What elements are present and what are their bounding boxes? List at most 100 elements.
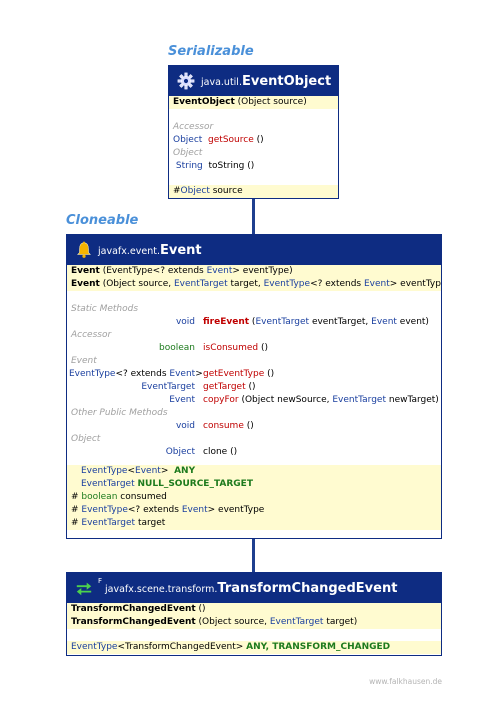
method-name: fireEvent — [203, 317, 250, 327]
method-row-copyfor[interactable]: Event copyFor (Object newSource, EventTa… — [67, 394, 441, 407]
class-name[interactable]: EventObject — [241, 74, 332, 89]
field-row-any-transform-changed[interactable]: EventType<TransformChangedEvent> ANY, TR… — [67, 641, 441, 654]
constructor-row-2[interactable]: TransformChangedEvent (Object source, Ev… — [67, 616, 441, 629]
method-params: () — [246, 421, 254, 431]
interface-label-serializable: Serializable — [168, 44, 254, 59]
param-text: <TransformChangedEvent> — [117, 642, 244, 652]
field-type: EventTarget — [81, 479, 135, 489]
param-text: (Object newSource, — [241, 395, 333, 405]
package-name: java.util. — [201, 77, 242, 88]
param-text: <? extends — [127, 505, 182, 515]
param-type: EventType — [263, 279, 311, 289]
method-name: isConsumed — [203, 343, 259, 353]
method-name: getEventType — [203, 369, 265, 379]
method-row-gettarget[interactable]: EventTarget getTarget () — [67, 381, 441, 394]
package-name: javafx.scene.transform. — [105, 584, 218, 595]
class-title: javafx.event.Event — [98, 243, 202, 258]
param-type: EventTarget — [255, 317, 310, 327]
field-row-target[interactable]: # EventTarget target — [67, 517, 441, 530]
param-text: eventTarget, — [309, 317, 372, 327]
double-arrow-icon — [76, 582, 92, 596]
method-row-fireevent[interactable]: void fireEvent (EventTarget eventTarget,… — [67, 316, 441, 329]
param-text: target) — [323, 617, 358, 627]
constructor-name: TransformChangedEvent — [71, 617, 196, 627]
return-type: void — [175, 421, 195, 431]
class-box-eventobject: java.util.EventObject EventObject (Objec… — [168, 65, 339, 199]
class-box-transformchangedevent: F javafx.scene.transform.TransformChange… — [66, 572, 442, 656]
gear-icon — [177, 72, 195, 90]
method-params: () — [260, 343, 269, 353]
param-text: target, — [227, 279, 264, 289]
field-type: Event — [181, 505, 208, 515]
constructor-row-2[interactable]: Event (Object source, EventTarget target… — [67, 278, 441, 291]
param-type: EventTarget — [332, 395, 386, 405]
class-title: javafx.scene.transform.TransformChangedE… — [105, 581, 397, 596]
field-modifier: # — [71, 518, 79, 528]
constructor-row-1[interactable]: TransformChangedEvent () — [67, 603, 441, 616]
method-name: getSource — [208, 135, 254, 145]
method-row-getsource[interactable]: Object getSource () — [169, 134, 338, 147]
field-type: EventType — [71, 642, 118, 652]
field-name: eventType — [218, 505, 265, 515]
constructor-row[interactable]: EventObject (Object source) — [169, 96, 338, 109]
inheritance-line-eventobject-event — [252, 198, 255, 235]
return-type: EventType — [69, 369, 116, 379]
footer-credit: www.falkhausen.de — [369, 677, 442, 686]
field-row-consumed[interactable]: # boolean consumed — [67, 491, 441, 504]
field-type: EventType — [81, 466, 128, 476]
class-name[interactable]: Event — [159, 243, 202, 258]
param-text: ( — [251, 317, 256, 327]
category-accessor: Accessor — [71, 330, 112, 340]
field-name: target — [137, 518, 166, 528]
field-type: EventType — [81, 505, 128, 515]
field-type: EventTarget — [81, 518, 136, 528]
param-type: EventTarget — [269, 617, 324, 627]
class-header: javafx.event.Event — [67, 235, 441, 265]
field-type: Object — [180, 186, 210, 196]
method-params: () — [247, 161, 255, 171]
param-type: EventTarget — [174, 279, 228, 289]
constructor-row-1[interactable]: Event (EventType<? extends Event> eventT… — [67, 265, 441, 278]
field-row-any[interactable]: EventType<Event> ANY — [67, 465, 441, 478]
class-box-event: javafx.event.Event Event (EventType<? ex… — [66, 234, 442, 539]
method-name: toString — [208, 161, 245, 171]
param-text: > — [160, 466, 169, 476]
param-text: <? extends — [310, 279, 364, 289]
param-text: (Object source, — [102, 279, 174, 289]
constructor-name: EventObject — [173, 97, 235, 107]
class-header: java.util.EventObject — [169, 66, 338, 96]
param-text: <? extends — [115, 369, 170, 379]
method-row-clone[interactable]: Object clone () — [67, 446, 441, 459]
method-name: copyFor — [203, 395, 239, 405]
field-name: consumed — [120, 492, 167, 502]
interface-label-cloneable: Cloneable — [66, 213, 139, 228]
field-row-eventtype[interactable]: # EventType<? extends Event> eventType — [67, 504, 441, 517]
constructor-name: Event — [71, 266, 100, 276]
param-text: < — [127, 466, 136, 476]
method-params: () — [267, 369, 275, 379]
param-text: > — [207, 505, 216, 515]
method-row-consume[interactable]: void consume () — [67, 420, 441, 433]
return-type: Event — [169, 395, 195, 405]
method-name: consume — [203, 421, 244, 431]
final-modifier: F — [98, 577, 103, 585]
method-row-geteventtype[interactable]: EventType<? extends Event> getEventType … — [67, 368, 441, 381]
method-name: getTarget — [203, 382, 246, 392]
return-type: Object — [173, 135, 203, 145]
param-type: Event — [371, 317, 397, 327]
return-type: void — [175, 317, 195, 327]
class-title: java.util.EventObject — [201, 74, 331, 89]
return-type: Event — [169, 369, 196, 379]
method-row-isconsumed[interactable]: boolean isConsumed () — [67, 342, 441, 355]
param-text: newTarget) — [386, 395, 439, 405]
field-modifier: # — [71, 505, 79, 515]
param-text: (EventType<? extends — [102, 266, 207, 276]
class-name[interactable]: TransformChangedEvent — [217, 581, 398, 596]
field-modifier: # — [71, 492, 79, 502]
category-other-public-methods: Other Public Methods — [71, 408, 168, 418]
method-row-tostring[interactable]: String toString () — [169, 160, 338, 173]
field-row-source[interactable]: #Object source — [169, 185, 338, 198]
return-type: String — [175, 161, 203, 171]
field-row-null-source-target[interactable]: EventTarget NULL_SOURCE_TARGET — [67, 478, 441, 491]
return-type: boolean — [159, 343, 195, 353]
